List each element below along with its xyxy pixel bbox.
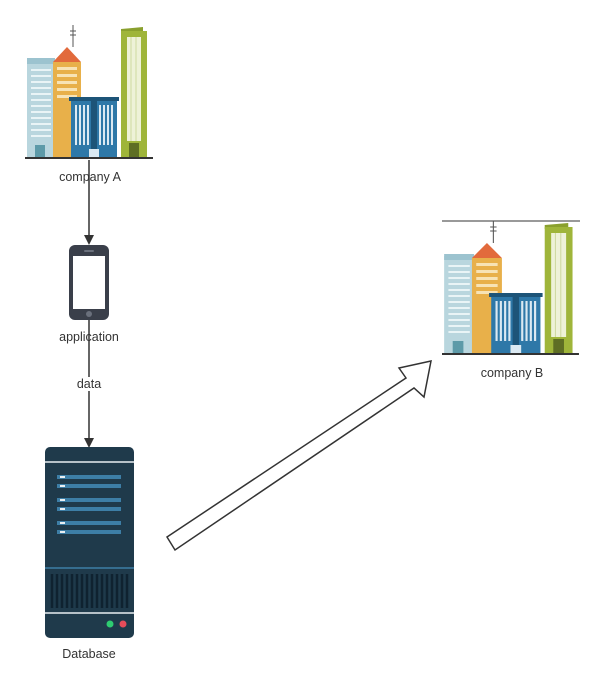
company-b-icon [440, 219, 581, 356]
edge-database-to-company-b [165, 360, 432, 552]
database-label: Database [62, 647, 116, 661]
smartphone-icon [69, 245, 109, 320]
application-label: application [59, 330, 119, 344]
company-a-icon [24, 24, 154, 159]
company-b-label: company B [480, 366, 544, 380]
company-a-label: company A [59, 170, 121, 184]
edge-data-label: data [74, 377, 104, 391]
server-rack-icon [45, 447, 134, 638]
